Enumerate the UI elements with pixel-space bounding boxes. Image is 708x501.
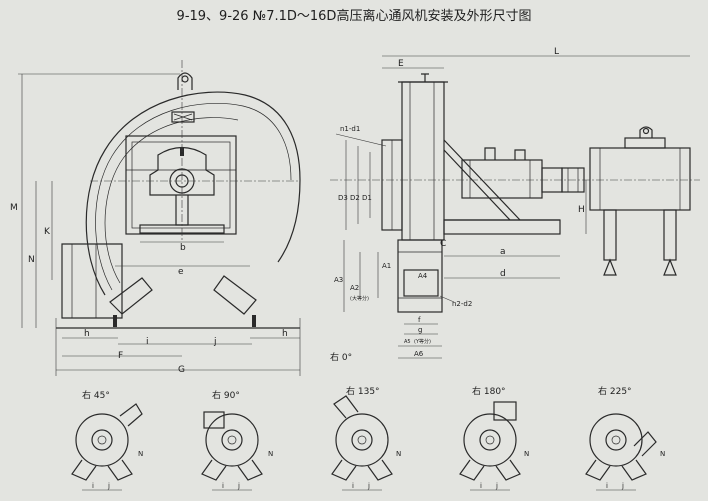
drawing-title: 9-19、9-26 №7.1D～16D高压离心通风机安装及外形尺寸图 xyxy=(177,8,532,24)
dim-e: e xyxy=(178,267,184,277)
volute-inner xyxy=(95,103,292,291)
svg-text:j: j xyxy=(621,482,624,490)
dim-b: b xyxy=(180,243,186,253)
svg-text:i: i xyxy=(606,482,608,490)
svg-text:N: N xyxy=(396,450,401,458)
label-n1-d1: n1-d1 xyxy=(340,125,360,133)
volute-outer xyxy=(85,91,301,296)
dim-C: C xyxy=(440,239,446,249)
svg-text:i: i xyxy=(92,482,94,490)
dim-D1: D1 xyxy=(362,194,372,202)
svg-text:N: N xyxy=(268,450,273,458)
foot-right xyxy=(213,275,257,315)
casing-side xyxy=(401,81,445,241)
dim-A6: A6 xyxy=(414,350,424,358)
orientation-label-90: 右 90° xyxy=(212,389,240,401)
bearing-frame xyxy=(125,135,237,235)
coupling xyxy=(561,167,585,193)
outlet-opening xyxy=(403,269,439,297)
orientation-view-45: 右 45° i j N xyxy=(71,389,143,491)
motor xyxy=(589,147,691,211)
svg-text:i: i xyxy=(222,482,224,490)
orientation-view-225: 右 225° i j N xyxy=(585,385,665,491)
dim-K: K xyxy=(44,227,51,237)
front-view: M K N b e h h i j F G xyxy=(10,60,301,376)
orientation-label-225: 右 225° xyxy=(598,385,632,397)
dim-A4: A4 xyxy=(418,272,428,280)
orientation-view-90: 右 90° i j N xyxy=(201,389,273,491)
orientation-label-135: 右 135° xyxy=(346,385,380,397)
volute-inner-2 xyxy=(104,117,239,284)
orientation-view-135: 右 135° i j N xyxy=(331,385,401,491)
dim-h-right: h xyxy=(282,329,288,339)
orientation-label-45: 右 45° xyxy=(82,389,110,401)
dim-d: d xyxy=(500,269,506,279)
svg-text:j: j xyxy=(237,482,240,490)
outlet-side xyxy=(397,239,443,313)
svg-text:N: N xyxy=(660,450,665,458)
dim-N: N xyxy=(28,255,35,265)
lug-hole-front xyxy=(181,75,189,83)
dim-E: E xyxy=(398,59,404,69)
dim-a: a xyxy=(500,247,506,257)
svg-text:i: i xyxy=(480,482,482,490)
base-rail-side xyxy=(443,219,561,235)
dim-F: F xyxy=(118,351,123,361)
dim-D3: D3 xyxy=(338,194,348,202)
side-view: E L n1-d1 D3 D2 D1 H C a d A3 A2 (大等分) A… xyxy=(330,47,700,363)
svg-text:j: j xyxy=(367,482,370,490)
foot-left xyxy=(109,277,153,315)
dim-g: g xyxy=(418,326,422,334)
dim-G: G xyxy=(178,365,185,375)
dim-M: M xyxy=(10,203,18,213)
svg-text:j: j xyxy=(107,482,110,490)
dim-A2-note: (大等分) xyxy=(350,295,369,302)
dim-L: L xyxy=(554,47,559,57)
dim-h-left: h xyxy=(84,329,90,339)
orientation-main-label: 右 0° xyxy=(330,351,352,363)
bearing-housing xyxy=(149,146,215,196)
label-n2-d2: n2-d2 xyxy=(452,300,472,308)
dim-f: f xyxy=(418,316,421,324)
outlet-duct xyxy=(61,243,123,319)
orientation-view-180: 右 180° i j N xyxy=(459,385,529,491)
svg-text:i: i xyxy=(352,482,354,490)
dim-A2: A2 xyxy=(350,284,359,292)
orientation-label-180: 右 180° xyxy=(472,385,506,397)
motor-lug xyxy=(639,126,653,138)
dim-A5-note: (Y等分) xyxy=(414,338,431,345)
dim-A1: A1 xyxy=(382,262,391,270)
orientation-views: 右 45° i j N 右 90° i j N xyxy=(71,385,665,491)
dim-j: j xyxy=(213,337,217,347)
svg-text:N: N xyxy=(138,450,143,458)
dim-A3: A3 xyxy=(334,276,343,284)
dim-A5: A5 xyxy=(404,339,411,345)
dim-D2: D2 xyxy=(350,194,360,202)
dim-H: H xyxy=(578,205,585,215)
lifting-lug-front xyxy=(177,72,193,90)
svg-text:j: j xyxy=(495,482,498,490)
dim-i: i xyxy=(146,337,149,347)
svg-text:N: N xyxy=(524,450,529,458)
nameplate xyxy=(171,111,195,123)
